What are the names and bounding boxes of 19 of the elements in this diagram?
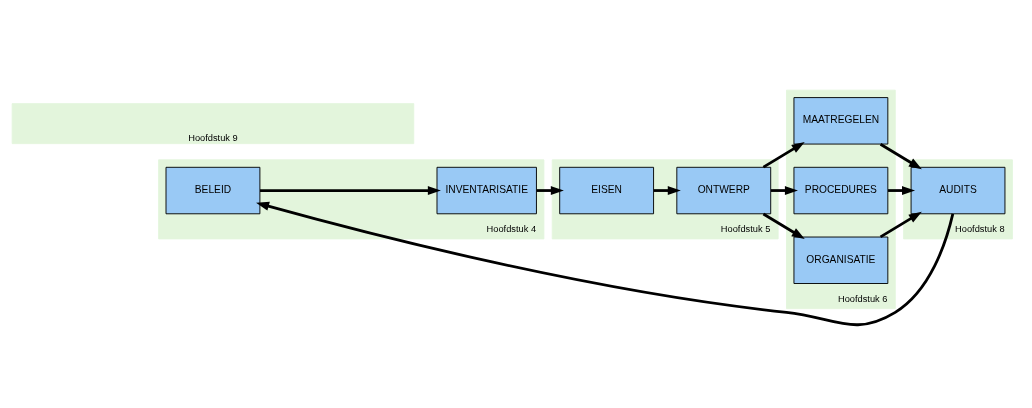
arrow [762, 212, 805, 239]
arrow [653, 186, 681, 196]
arrow [879, 211, 922, 239]
node-box: INVENTARISATIE [436, 166, 537, 215]
node-box: EISEN [559, 166, 655, 215]
arrow [536, 186, 564, 196]
node-box: ORGANISATIE [793, 236, 889, 284]
node-box: ONTWERP [676, 166, 772, 215]
arrow [879, 143, 922, 170]
node-box: BELEID [165, 166, 261, 215]
arrow [770, 186, 798, 196]
arrow [888, 186, 916, 196]
arrow [762, 142, 805, 169]
node-box: PROCEDURES [793, 166, 889, 215]
node-box: MAATREGELEN [793, 97, 889, 145]
node-box: Hoofdstuk 9 [11, 103, 415, 145]
node-box: AUDITS [910, 166, 1006, 215]
arrow [256, 201, 955, 327]
arrow [260, 186, 441, 196]
